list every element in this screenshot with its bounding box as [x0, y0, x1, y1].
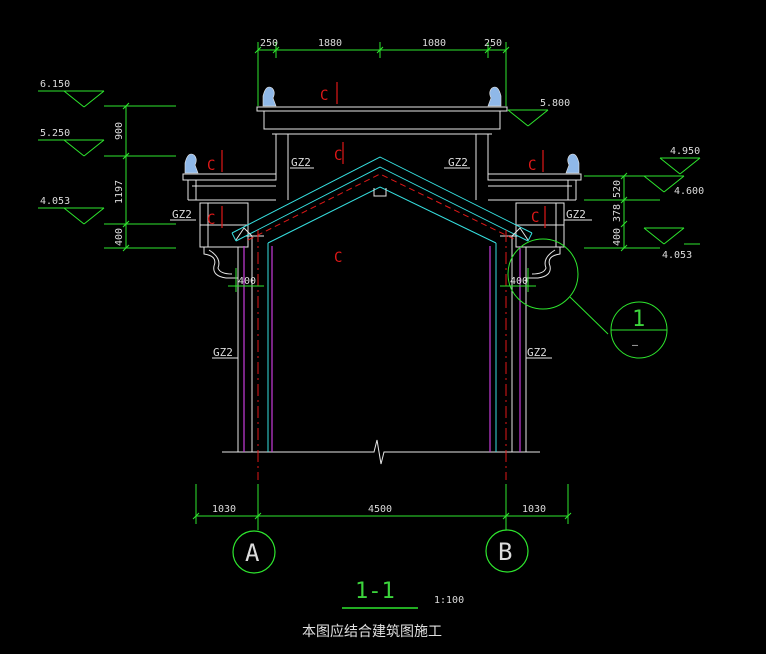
- elevation-left-2: 5.250: [40, 128, 70, 139]
- section-mark: C: [531, 210, 539, 226]
- grid-bubble-a: [232, 530, 276, 574]
- elevation-right-2: 4.950: [670, 146, 700, 157]
- section-mark: C: [207, 158, 215, 174]
- vdim-left-2: 1197: [114, 180, 125, 204]
- section-mark-ticks: [221, 82, 546, 228]
- grid-bubble-b: [485, 529, 529, 573]
- grid-centerlines: [257, 230, 507, 480]
- column-tag: GZ2: [213, 346, 233, 359]
- wall-thickness-left: 400: [238, 276, 256, 287]
- dim-bottom-3: 1030: [522, 504, 546, 515]
- section-title: 1-1: [355, 579, 395, 604]
- detail-callout: [507, 238, 668, 359]
- roof-gable: [231, 156, 533, 452]
- column-tag: GZ2: [172, 208, 192, 221]
- roof-ridge-detail: [235, 188, 529, 241]
- grid-label-b: B: [498, 538, 512, 566]
- detail-number: 1: [632, 307, 645, 332]
- section-mark: C: [528, 158, 536, 174]
- dim-top-3: 1080: [422, 38, 446, 49]
- elevation-left-1: 6.150: [40, 79, 70, 90]
- vdim-left-3: 400: [114, 228, 125, 246]
- dim-bottom-1: 1030: [212, 504, 236, 515]
- section-mark: C: [207, 212, 215, 228]
- roof-ornaments: [184, 86, 580, 174]
- column-tag: GZ2: [448, 156, 468, 169]
- section-mark: C: [334, 148, 342, 164]
- section-mark: C: [320, 88, 328, 104]
- tag-leaders: [170, 167, 592, 359]
- elevation-left-3: 4.053: [40, 196, 70, 207]
- column-tag: GZ2: [566, 208, 586, 221]
- dim-bottom-2: 4500: [368, 504, 392, 515]
- detail-sheet: —: [632, 340, 639, 351]
- ornament-icon: [184, 153, 199, 174]
- section-mark: C: [334, 250, 342, 266]
- grid-bubbles: [232, 529, 529, 574]
- vdim-right-2: 378: [612, 204, 623, 222]
- vdim-right-3: 400: [612, 228, 623, 246]
- vdim-left-1: 900: [114, 122, 125, 140]
- ornament-icon: [487, 86, 502, 107]
- elevation-right-3: 4.600: [674, 186, 704, 197]
- vdim-right-1: 520: [612, 180, 623, 198]
- ornament-icon: [565, 153, 580, 174]
- elevation-right-1: 5.800: [540, 98, 570, 109]
- section-marks: C C C C C C C: [207, 88, 539, 266]
- dimension-lines: [38, 42, 701, 609]
- dim-top-4: 250: [484, 38, 502, 49]
- scale-label: 1:100: [434, 595, 464, 606]
- construction-note: 本图应结合建筑图施工: [302, 623, 442, 640]
- elevation-right-4: 4.053: [662, 250, 692, 261]
- grid-label-a: A: [245, 539, 260, 567]
- inner-wall-lines: [243, 246, 521, 452]
- wall-thickness-right: 400: [510, 276, 528, 287]
- dim-top-1: 250: [260, 38, 278, 49]
- column-tag: GZ2: [527, 346, 547, 359]
- ornament-icon: [262, 86, 277, 107]
- dim-top-2: 1880: [318, 38, 342, 49]
- column-tag: GZ2: [291, 156, 311, 169]
